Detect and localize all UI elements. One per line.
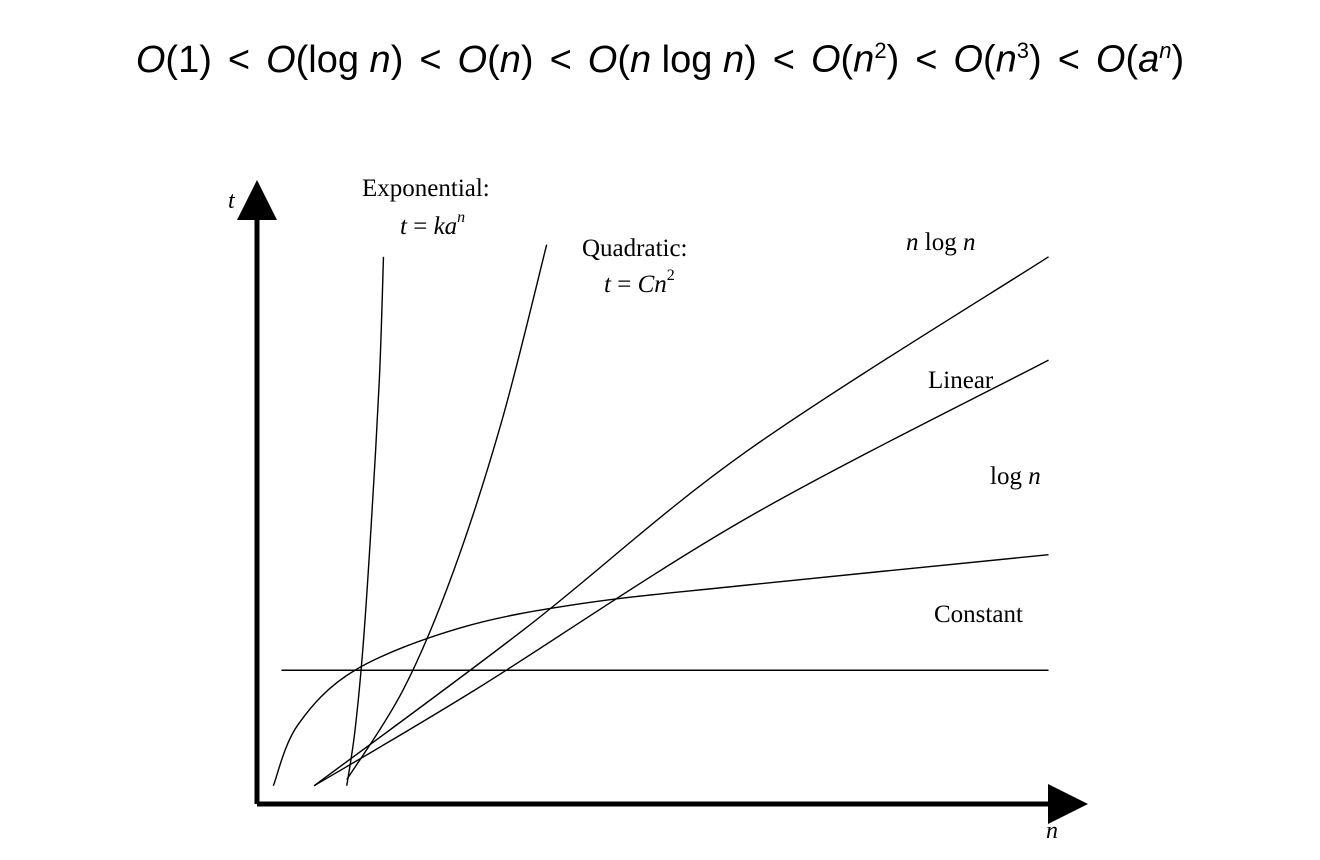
label-exponential-name: Exponential: (362, 175, 490, 202)
big-o-symbol: O (953, 38, 983, 81)
label-exponential-formula: t = kan (400, 209, 465, 240)
term-text: (log (295, 38, 370, 81)
curves (272, 244, 1049, 787)
label-log-n: log n (990, 463, 1041, 490)
term-text: ) (520, 38, 534, 81)
label-log-n-text: log (990, 463, 1028, 490)
label-quadratic-formula: t = Cn2 (604, 267, 675, 298)
label-n-log-n-text: log (919, 229, 963, 256)
term-variable: n (499, 38, 521, 81)
complexity-term: O(n) (458, 39, 534, 82)
label-quadratic-formula-var: t (604, 271, 612, 298)
term-text: 1 (178, 38, 200, 81)
big-o-symbol: O (457, 38, 488, 81)
complexity-term: O(1) (136, 39, 212, 82)
term-text: ) (744, 38, 757, 81)
less-than-sign: < (1057, 38, 1080, 81)
term-text: log (651, 38, 723, 81)
term-variable: n (629, 38, 652, 81)
label-log-n-var: n (1028, 463, 1041, 490)
curve-n-log-n (313, 256, 1049, 787)
less-than-sign: < (549, 38, 572, 81)
label-exponential-formula-term: ka (434, 213, 458, 240)
label-exponential-formula-var: t (400, 213, 408, 240)
less-than-sign: < (772, 38, 795, 81)
term-text: ( (840, 38, 854, 81)
term-exponent: n (1159, 38, 1172, 63)
term-exponent: 2 (874, 38, 887, 63)
big-o-symbol: O (266, 38, 296, 81)
term-text: ( (982, 38, 996, 81)
label-exponential-formula-eq: = (407, 213, 434, 240)
label-n-log-n: n log n (906, 229, 975, 256)
term-text: ( (1125, 38, 1139, 81)
term-variable: n (995, 38, 1017, 81)
term-variable: a (1138, 38, 1160, 81)
label-quadratic-formula-eq: = (611, 271, 638, 298)
big-o-symbol: O (810, 38, 841, 81)
label-n-log-n-var: n (963, 229, 976, 256)
complexity-term: O(n log n) (588, 39, 757, 82)
curve-exponential (346, 256, 385, 786)
y-axis-label: t (228, 188, 236, 214)
less-than-sign: < (915, 38, 938, 81)
term-text: ( (487, 38, 500, 81)
term-text: ( (617, 38, 630, 81)
term-variable: n (369, 38, 391, 81)
label-exponential: Exponential: (362, 175, 490, 202)
complexity-term: O(n2) (811, 38, 899, 82)
term-variable: n (722, 38, 745, 81)
term-text: ) (1029, 38, 1042, 81)
less-than-sign: < (227, 38, 251, 81)
complexity-term: O(log n) (266, 39, 403, 82)
label-n-log-n-var: n (906, 229, 919, 256)
complexity-ordering: O(1)<O(log n)<O(n)<O(n log n)<O(n2)<O(n3… (0, 38, 1320, 108)
less-than-sign: < (419, 38, 442, 81)
term-variable: n (853, 38, 875, 81)
label-quadratic: Quadratic: (582, 235, 688, 262)
term-text: ) (1171, 38, 1185, 81)
term-exponent: 3 (1016, 38, 1030, 63)
big-o-symbol: O (587, 38, 618, 81)
label-quadratic-formula-term: Cn (638, 271, 667, 298)
curve-quadratic (346, 244, 548, 781)
label-constant: Constant (934, 601, 1023, 628)
curve-linear (313, 359, 1049, 787)
curve-log-n (272, 554, 1049, 787)
term-text: ( (165, 38, 179, 81)
term-text: ) (390, 38, 404, 81)
label-linear: Linear (928, 367, 994, 394)
x-axis-label: n (1046, 818, 1058, 844)
big-o-symbol: O (1095, 38, 1126, 81)
label-quadratic-formula-exponent: 2 (667, 267, 675, 284)
complexity-term: O(an) (1096, 38, 1184, 82)
label-quadratic-name: Quadratic: (582, 235, 688, 262)
term-text: ) (199, 38, 212, 81)
complexity-term: O(n3) (953, 38, 1041, 82)
big-o-symbol: O (135, 38, 166, 81)
label-exponential-formula-exponent: n (457, 209, 465, 226)
term-text: ) (886, 38, 900, 81)
axes: tn (228, 180, 1088, 844)
